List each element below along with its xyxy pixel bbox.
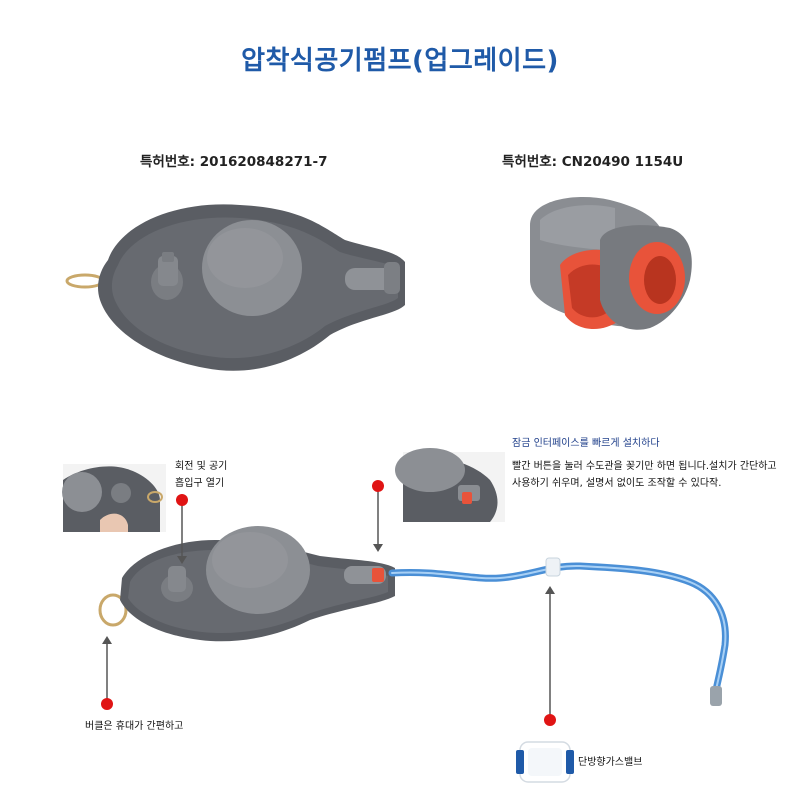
patent-number-left: 특허번호: 201620848271-7 [140,154,328,170]
connector-closeup-image [530,197,692,330]
callout-quick-lock-heading: 잠금 인터페이스를 빠르게 설치하다 [512,438,660,449]
callout-markers [101,480,556,726]
callout-rotate-line1: 회전 및 공기 [175,461,228,472]
callout-quick-lock-line2: 사용하기 쉬우며, 설명서 없이도 조작할 수 있다작. [512,478,722,489]
patent-number-right: 특허번호: CN20490 1154U [502,154,684,170]
callout-quick-lock-desc: 빨간 버튼을 눌러 수도관을 꽂기만 하면 됩니다.설치가 간단하고 사용하기 … [512,458,777,492]
inlet-thumbnail-image [62,464,166,532]
callout-rotate-open: 회전 및 공기 흡입구 열기 [175,458,227,492]
page-title: 압착식공기펌프(업그레이드) [241,46,559,76]
pump-with-tube-image [98,526,729,706]
callout-quick-lock-line1: 빨간 버튼을 눌러 수도관을 꽂기만 하면 됩니다.설치가 간단하고 [512,461,777,472]
callout-buckle: 버클은 휴대가 간편하고 [85,721,184,732]
one-way-valve-image [516,741,574,783]
pump-top-view-image [65,204,405,371]
callout-rotate-line2: 흡입구 열기 [175,478,225,489]
callout-check-valve: 단방향가스밸브 [578,757,643,768]
connector-thumbnail-image [395,448,505,522]
